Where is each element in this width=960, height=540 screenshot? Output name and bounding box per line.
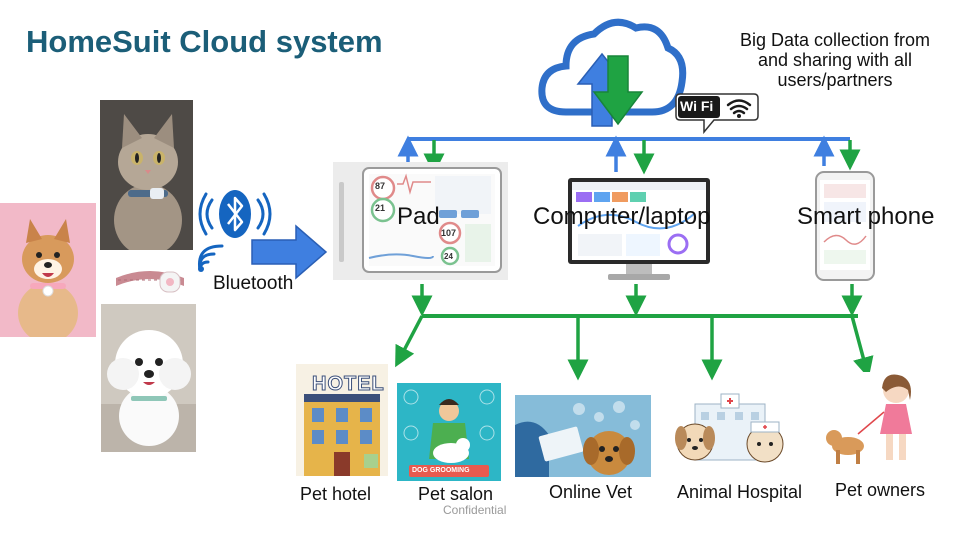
phone-label: Smart phone — [797, 203, 935, 230]
poodle-photo — [101, 304, 196, 452]
bigdata-caption: Big Data collection from and sharing wit… — [739, 30, 931, 90]
page-title: HomeSuit Cloud system — [26, 24, 383, 59]
confidential-footer: Confidential — [443, 503, 507, 517]
pet-salon-label: Pet salon — [418, 484, 494, 504]
hotel-branch-arrow — [395, 315, 424, 368]
signal-waves-icon — [197, 244, 224, 272]
smart-collar-photo — [112, 258, 188, 302]
computer-device — [568, 178, 710, 280]
wifi-label: Wi Fi — [680, 98, 714, 114]
pad-label: Pad — [397, 203, 440, 230]
pad-reading-4: 24 — [444, 252, 453, 261]
pad-reading-1: 87 — [375, 181, 386, 191]
pad-reading-2: 21 — [375, 203, 386, 213]
pet-hotel-image — [296, 364, 388, 476]
wifi-icon — [726, 99, 752, 115]
bluetooth-transfer-arrow — [251, 224, 328, 280]
bluetooth-label: Bluetooth — [213, 273, 294, 294]
owners-branch-arrow — [850, 315, 874, 379]
pet-salon-image — [397, 383, 501, 481]
computer-label: Computer/laptop — [533, 203, 711, 230]
pet-owners-image — [822, 372, 930, 472]
cloud-icon — [538, 18, 687, 127]
hotel-sign: HOTEL — [312, 373, 385, 396]
pad-reading-3: 107 — [441, 228, 457, 238]
online-vet-label: Online Vet — [549, 482, 633, 502]
animal-hospital-image — [665, 390, 793, 476]
pet-hotel-label: Pet hotel — [300, 484, 372, 504]
wifi-bubble — [675, 93, 759, 135]
grooming-sign: DOG GROOMING — [412, 467, 470, 474]
smartphone-device — [815, 171, 875, 281]
bluetooth-icon — [198, 190, 272, 238]
pad-device — [333, 162, 508, 280]
cat-photo — [100, 100, 193, 250]
animal-hospital-label: Animal Hospital — [677, 482, 803, 502]
pet-owners-label: Pet owners — [835, 480, 926, 500]
online-vet-image — [515, 395, 651, 477]
shiba-dog-photo — [0, 203, 96, 337]
